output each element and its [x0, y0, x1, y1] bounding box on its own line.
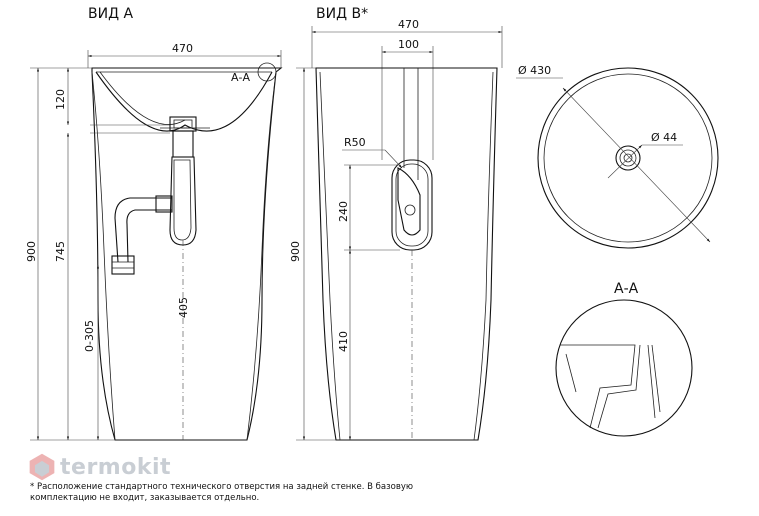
dim-a-drain-height: 745 — [54, 133, 70, 440]
dim-a-adjust-label: 0-305 — [83, 320, 96, 352]
bowl-top-view — [516, 67, 719, 249]
dim-b-floor-offset: 410 — [337, 250, 352, 440]
section-detail — [555, 299, 693, 437]
pedestal-front-view — [90, 62, 283, 441]
dim-a-adjust: 0-305 — [83, 265, 100, 440]
view-a-title: ВИД А — [88, 6, 133, 22]
dim-b-width: 470 — [311, 18, 503, 68]
dim-b-opening-width-label: 100 — [398, 38, 419, 51]
top-diameter-label: Ø 430 — [518, 64, 551, 77]
view-b-title: ВИД B* — [316, 6, 368, 22]
dim-a-height: 900 — [25, 67, 115, 441]
dim-b-radius: R50 — [342, 136, 403, 169]
section-mark: А-А — [231, 71, 250, 84]
dim-a-bowl-depth-label: 120 — [54, 89, 67, 110]
dim-a-width: 470 — [87, 42, 282, 68]
dim-b-height: 900 — [289, 67, 336, 441]
drain-diameter-label: Ø 44 — [651, 131, 677, 144]
dim-a-siphon: 405 — [177, 297, 190, 318]
dim-b-opening-width: 100 — [381, 38, 434, 160]
section-title: А-А — [614, 281, 639, 297]
dim-b-floor-offset-label: 410 — [337, 331, 350, 352]
dim-b-opening-height-label: 240 — [337, 201, 350, 222]
pedestal-side-view — [315, 67, 498, 441]
dim-a-width-label: 470 — [172, 42, 193, 55]
dim-a-drain-height-label: 745 — [54, 241, 67, 262]
dim-a-bowl-depth: 120 — [54, 68, 70, 125]
dim-a-height-label: 900 — [25, 241, 38, 262]
dim-b-opening-height: 240 — [337, 164, 400, 251]
dim-b-radius-label: R50 — [344, 136, 366, 149]
dim-b-height-label: 900 — [289, 241, 302, 262]
footnote: * Расположение стандартного технического… — [30, 482, 414, 503]
brand-logo-icon — [29, 453, 55, 481]
dim-a-siphon-label: 405 — [177, 297, 190, 318]
dim-b-width-label: 470 — [398, 18, 419, 31]
brand-name: termokit — [60, 455, 172, 480]
